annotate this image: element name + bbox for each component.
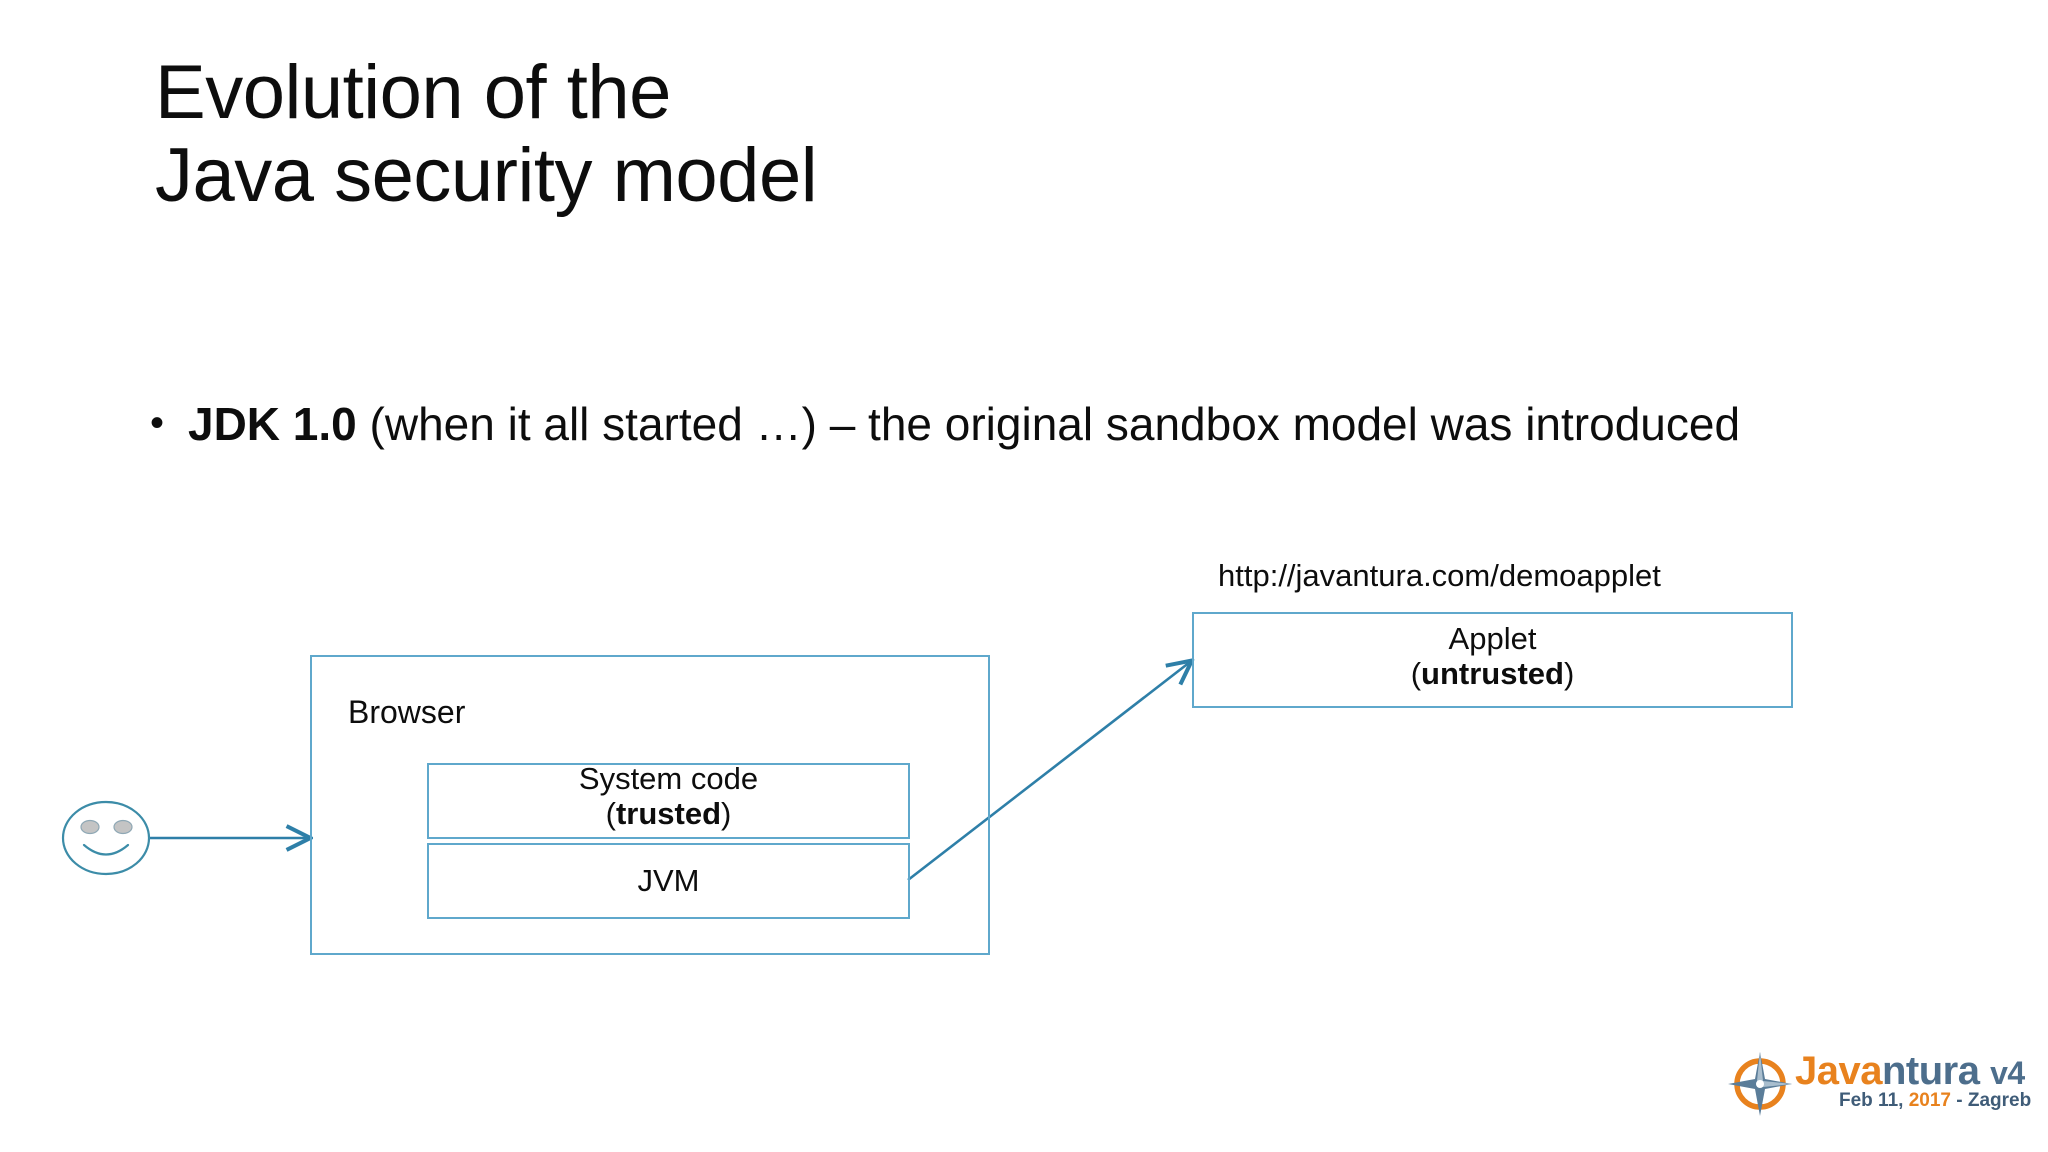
browser-box-label: Browser [348,694,466,730]
logo-tagline-pre: Feb 11, [1839,1090,1909,1111]
logo-brand-a: Java [1795,1049,1882,1093]
logo-wordmark: Javantura v4 [1795,1049,2025,1094]
bullet-text: JDK 1.0 (when it all started …) – the or… [188,398,1880,451]
logo-brand-b: ntura [1881,1049,1980,1093]
logo-tagline-post: - Zagreb [1950,1090,2032,1111]
bullet-list: • JDK 1.0 (when it all started …) – the … [150,398,1880,451]
javantura-logo: Javantura v4 Feb 11, 2017 - Zagreb [1727,1049,2032,1129]
compass-icon [1728,1052,1792,1116]
applet-line2: (untrusted) [1410,655,1575,691]
applet-line1: Applet [1448,621,1537,656]
logo-tagline-year: 2017 [1908,1090,1951,1111]
system-code-line2: (trusted) [605,795,732,831]
system-code-box [427,763,910,839]
bullet-text-rest: (when it all started …) – the original s… [356,398,1741,450]
list-item: • JDK 1.0 (when it all started …) – the … [150,398,1880,451]
page-title: Evolution of the Java security model [155,50,818,218]
jvm-label: JVM [637,863,700,898]
applet-box [1192,612,1793,708]
jvm-to-applet-arrow [907,662,1190,882]
jvm-box [427,843,910,919]
smiley-face-icon [61,800,151,876]
applet-url-label: http://javantura.com/demoapplet [1218,558,1661,593]
logo-version: v4 [1990,1055,2025,1091]
logo-tagline: Feb 11, 2017 - Zagreb [1839,1090,2031,1112]
system-code-trust-word: trusted [615,795,722,831]
bullet-text-strong: JDK 1.0 [188,398,357,450]
applet-label: Applet (untrusted) [1192,621,1793,691]
applet-trust-word: untrusted [1421,655,1564,691]
browser-box [310,655,990,955]
system-code-label: System code (trusted) [427,761,910,831]
system-code-line1: System code [578,761,759,796]
bullet-marker-icon: • [150,401,165,445]
